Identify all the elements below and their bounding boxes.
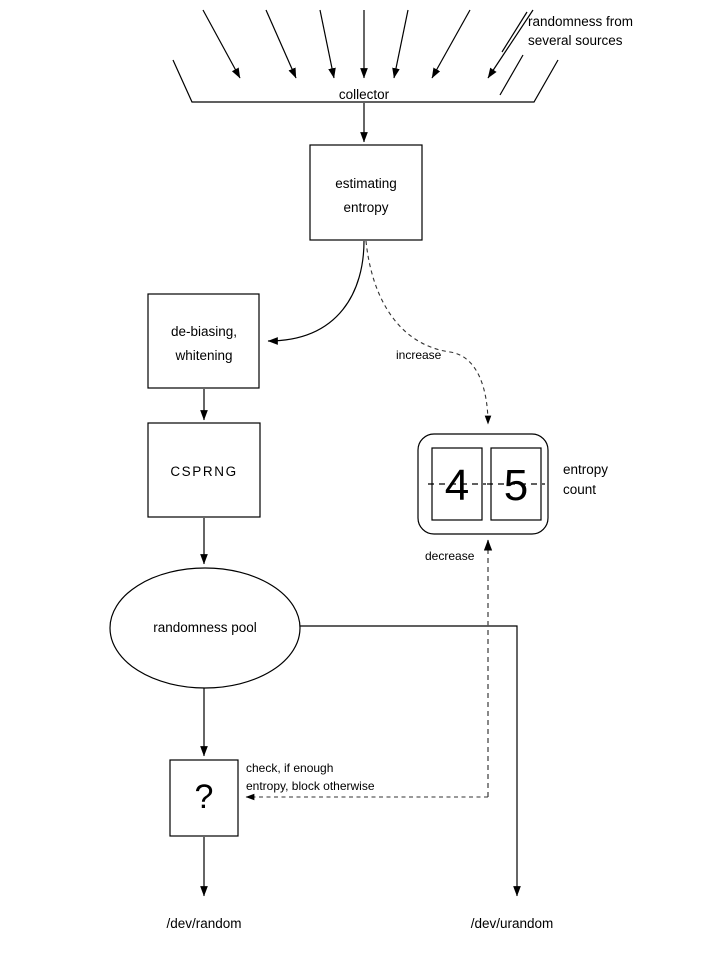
edge-estimating-to-debiasing — [267, 240, 365, 345]
output-random-label: /dev/random — [166, 916, 241, 931]
randomness-pool-ellipse — [109, 567, 301, 689]
entropy-counter-digit-2: 5 — [504, 461, 528, 510]
collector-label: collector — [339, 87, 390, 102]
check-annotation-line2: entropy, block otherwise — [246, 779, 375, 793]
debiasing-label-line1: de-biasing, — [171, 324, 237, 339]
estimating-entropy-box — [309, 144, 423, 241]
source-arrow-2 — [265, 9, 297, 79]
estimating-entropy-label-line1: estimating — [335, 176, 397, 191]
source-arrow-3 — [319, 9, 336, 79]
entropy-counter-digit-1: 4 — [445, 461, 469, 510]
check-gate-box — [169, 759, 239, 837]
output-urandom-label: /dev/urandom — [471, 916, 554, 931]
edge-pool-to-urandom — [300, 625, 521, 897]
increase-label: increase — [396, 348, 442, 362]
source-arrow-1 — [202, 9, 241, 79]
edge-increase-dashed — [365, 240, 492, 425]
collector-funnel-shape — [172, 59, 559, 103]
decrease-label: decrease — [425, 549, 475, 563]
estimating-entropy-label-line2: entropy — [343, 200, 388, 215]
sources-label-line1: randomness from — [528, 14, 633, 29]
source-arrow-7 — [487, 9, 534, 79]
sources-label-line2: several sources — [528, 33, 623, 48]
sources-label-leader-line-2 — [499, 54, 524, 96]
entropy-count-label-line1: entropy — [563, 462, 608, 477]
csprng-box — [147, 422, 261, 518]
check-annotation-line1: check, if enough — [246, 761, 333, 775]
entropy-count-label-line2: count — [563, 482, 596, 497]
source-arrow-6 — [431, 9, 471, 79]
check-gate-label: ? — [195, 778, 214, 816]
source-arrows-group — [202, 9, 534, 79]
csprng-label: CSPRNG — [170, 464, 237, 479]
debiasing-label-line2: whitening — [174, 348, 232, 363]
randomness-pool-label: randomness pool — [153, 620, 257, 635]
sources-label-leader-line — [501, 11, 528, 53]
debiasing-whitening-box — [147, 293, 260, 389]
source-arrow-5 — [392, 9, 409, 79]
